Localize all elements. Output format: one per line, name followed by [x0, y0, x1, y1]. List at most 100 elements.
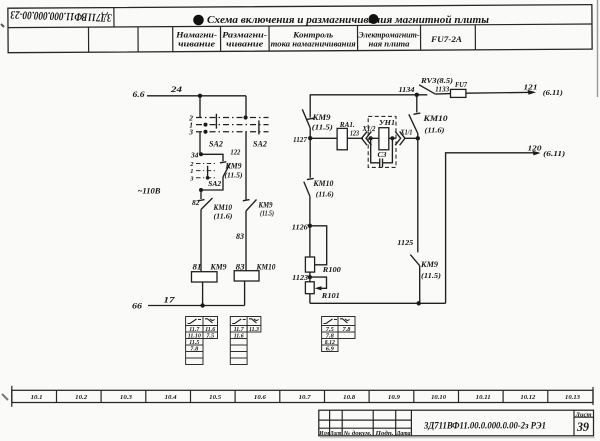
svg-text:(11.6): (11.6): [316, 190, 334, 199]
svg-text:КМ10: КМ10: [312, 179, 333, 188]
svg-text:(11.5): (11.5): [312, 123, 334, 132]
svg-text:SA2: SA2: [209, 140, 223, 149]
svg-text:10.9: 10.9: [388, 394, 401, 401]
svg-text:(6.11): (6.11): [543, 88, 564, 97]
svg-text:10.3: 10.3: [120, 394, 133, 401]
svg-text:11.7: 11.7: [189, 326, 200, 333]
svg-text:83: 83: [236, 232, 244, 241]
svg-text:66: 66: [132, 302, 142, 311]
svg-text:10.7: 10.7: [299, 394, 312, 401]
svg-text:КМ9: КМ9: [210, 262, 228, 272]
svg-text:КМ9: КМ9: [258, 200, 273, 209]
svg-text:R100: R100: [322, 265, 341, 274]
svg-text:С3: С3: [378, 151, 388, 159]
svg-text:10.6: 10.6: [254, 394, 267, 401]
svg-text:8.12: 8.12: [325, 339, 336, 346]
svg-text:Подп.: Подп.: [374, 430, 394, 437]
svg-text:2: 2: [188, 114, 193, 123]
svg-text:7.8: 7.8: [190, 345, 199, 352]
svg-text:№ докум.: № докум.: [343, 430, 373, 437]
svg-text:10.13: 10.13: [565, 394, 581, 401]
svg-text:Х1/1: Х1/1: [400, 128, 413, 136]
svg-text:11.10: 11.10: [188, 332, 202, 339]
svg-text:Лист: Лист: [330, 431, 342, 437]
svg-text:123: 123: [350, 130, 359, 138]
svg-text:120: 120: [528, 143, 542, 152]
svg-text:тока намагничивания: тока намагничивания: [271, 39, 357, 49]
svg-text:R101: R101: [321, 291, 340, 300]
svg-text:34: 34: [190, 151, 199, 160]
svg-text:10.8: 10.8: [343, 394, 356, 401]
svg-text:КМ9: КМ9: [225, 161, 242, 170]
svg-text:SA2: SA2: [253, 140, 267, 149]
svg-text:3Д711ВФ11.000.000.00-23: 3Д711ВФ11.000.000.00-23: [10, 8, 112, 23]
svg-text:(11.5): (11.5): [225, 170, 243, 179]
svg-text:Изм: Изм: [318, 431, 329, 437]
svg-text:1133: 1133: [435, 86, 450, 94]
svg-text:КМ9: КМ9: [420, 260, 438, 269]
svg-text:Дата: Дата: [396, 431, 411, 437]
svg-text:1134: 1134: [399, 85, 415, 94]
svg-text:1127: 1127: [293, 135, 307, 144]
svg-text:КМ10: КМ10: [256, 262, 277, 272]
svg-text:3: 3: [188, 128, 193, 137]
svg-text:Схема включения и размагнич: Схема включения и размагничивания магнит…: [207, 15, 489, 26]
svg-text:3Д711ВФ11.00.0.000.0.00-2з РЭ1: 3Д711ВФ11.00.0.000.0.00-2з РЭ1: [423, 421, 546, 431]
svg-text:7.8: 7.8: [343, 326, 352, 333]
svg-text:чивание: чивание: [178, 39, 215, 49]
svg-text:КМ10: КМ10: [213, 203, 232, 212]
svg-text:10.1: 10.1: [31, 394, 43, 401]
svg-text:2: 2: [189, 161, 194, 168]
svg-text:10.12: 10.12: [520, 394, 536, 401]
svg-text:Лист: Лист: [575, 411, 592, 418]
svg-text:11.5: 11.5: [189, 339, 200, 346]
svg-text:7.5: 7.5: [206, 332, 215, 339]
svg-text:(11.5): (11.5): [260, 208, 274, 217]
svg-text:FU7-2А: FU7-2А: [430, 34, 462, 44]
svg-text:(11.6): (11.6): [425, 126, 446, 135]
svg-text:(11.5): (11.5): [421, 271, 442, 280]
svg-text:10.10: 10.10: [431, 394, 447, 401]
svg-text:Контроль: Контроль: [292, 30, 333, 40]
svg-text:6.6: 6.6: [133, 90, 145, 99]
svg-text:Х1/2: Х1/2: [362, 125, 376, 133]
svg-text:1123: 1123: [292, 274, 309, 282]
svg-text:10.11: 10.11: [476, 394, 491, 401]
svg-text:ная плита: ная плита: [369, 39, 411, 49]
svg-text:1125: 1125: [397, 238, 413, 247]
svg-text:RV3(8.5): RV3(8.5): [420, 76, 454, 85]
svg-text:6.9: 6.9: [326, 345, 335, 352]
svg-text:3: 3: [189, 175, 194, 182]
svg-text:FU7: FU7: [455, 80, 467, 89]
svg-text:RА1.: RА1.: [339, 120, 355, 129]
svg-text:(6.11): (6.11): [543, 149, 566, 158]
svg-text:10.2: 10.2: [75, 394, 88, 401]
svg-text:81: 81: [193, 261, 202, 271]
svg-text:~110В: ~110В: [138, 187, 162, 196]
svg-text:24: 24: [170, 85, 182, 94]
svg-text:7.8: 7.8: [326, 332, 335, 339]
svg-text:УН1: УН1: [379, 118, 395, 127]
svg-text:Размагни-: Размагни-: [222, 30, 267, 40]
svg-text:121: 121: [524, 83, 538, 92]
svg-text:82: 82: [192, 198, 200, 207]
svg-text:КМ10: КМ10: [422, 114, 447, 123]
svg-text:11.6: 11.6: [205, 326, 216, 333]
svg-text:Намагни-: Намагни-: [175, 30, 217, 40]
svg-text:11.6: 11.6: [234, 332, 245, 339]
svg-text:83: 83: [236, 261, 246, 271]
svg-text:11.7: 11.7: [234, 326, 245, 333]
svg-text:(11.6): (11.6): [214, 212, 234, 221]
svg-text:122: 122: [230, 148, 240, 157]
svg-text:1: 1: [189, 121, 193, 130]
svg-text:КМ9: КМ9: [311, 113, 330, 122]
svg-text:Электромагнит-: Электромагнит-: [359, 30, 420, 40]
svg-text:17: 17: [164, 296, 176, 305]
svg-text:10.4: 10.4: [165, 394, 178, 401]
svg-text:11.3: 11.3: [249, 326, 260, 333]
svg-text:10.5: 10.5: [209, 394, 222, 401]
svg-text:7.5: 7.5: [326, 326, 335, 333]
svg-text:SA2: SA2: [208, 180, 222, 188]
svg-text:чивание: чивание: [226, 39, 263, 49]
svg-text:39: 39: [576, 420, 590, 434]
